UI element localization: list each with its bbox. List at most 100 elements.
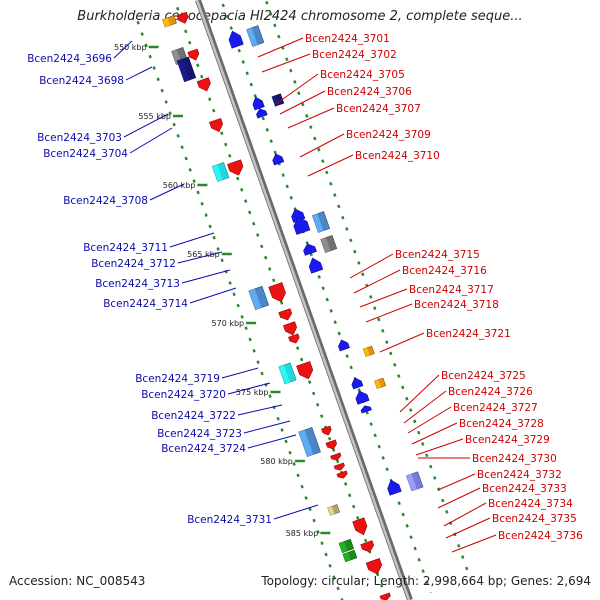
forward-gene-arrow-body xyxy=(360,405,372,414)
reverse-gene-arrow-body xyxy=(209,117,224,133)
label-leader-line xyxy=(299,133,345,158)
gene-feature-box-shine xyxy=(342,552,351,562)
forward-gene-arrow-body xyxy=(293,216,311,235)
forward-gene-arrow-body xyxy=(387,479,402,496)
gene-label-right-text: Bcen2424_3730 xyxy=(472,453,557,465)
gene-feature-box xyxy=(374,377,387,389)
gene-feature-box-shine xyxy=(278,365,290,384)
gene-feature-box xyxy=(327,504,341,516)
reverse-gene-arrow-body xyxy=(352,517,368,536)
gene-label-right-text: Bcen2424_3734 xyxy=(488,498,573,510)
label-leader-line xyxy=(403,390,447,424)
label-leader-line xyxy=(123,113,169,138)
gene-label-left-text: Bcen2424_3719 xyxy=(135,373,220,385)
label-leader-line xyxy=(279,90,326,115)
gene-label-right: Bcen2424_3735 xyxy=(445,513,577,539)
forward-gene-arrow-body xyxy=(228,30,244,49)
gene-feature-box xyxy=(311,211,331,233)
scale-tick: 570 kbp xyxy=(212,319,257,328)
gene-label-right-text: Bcen2424_3715 xyxy=(395,249,480,261)
gene-label-left: Bcen2424_3712 xyxy=(91,251,223,270)
forward-gene-arrow xyxy=(308,257,324,274)
gene-feature-box-shine xyxy=(298,429,314,457)
gene-label-left-text: Bcen2424_3711 xyxy=(83,242,168,254)
reverse-gene-arrow xyxy=(288,333,300,344)
reverse-gene-arrow xyxy=(209,117,224,133)
forward-gene-arrow-body xyxy=(272,153,285,166)
reverse-gene-arrow-body xyxy=(336,470,348,479)
gene-label-left-text: Bcen2424_3712 xyxy=(91,258,176,270)
gene-label-right: Bcen2424_3707 xyxy=(287,103,421,129)
gene-label-right: Bcen2424_3729 xyxy=(415,434,550,456)
gene-label-right: Bcen2424_3709 xyxy=(299,129,431,158)
reverse-gene-arrow xyxy=(336,470,348,479)
gene-label-left: Bcen2424_3698 xyxy=(39,66,153,87)
reverse-gene-arrow xyxy=(176,11,189,24)
gene-label-right: Bcen2424_3725 xyxy=(399,370,526,413)
label-leader-line xyxy=(169,232,215,248)
gene-feature-box-shine xyxy=(363,347,370,357)
reverse-gene-arrow xyxy=(282,321,298,336)
gene-feature-box-shine xyxy=(406,473,417,491)
gene-label-left-text: Bcen2424_3722 xyxy=(151,410,236,422)
reverse-gene-arrow xyxy=(227,159,244,176)
label-leader-line xyxy=(365,303,413,323)
ruler-track-4 xyxy=(136,20,344,600)
gene-label-right-text: Bcen2424_3716 xyxy=(402,265,487,277)
gene-label-right: Bcen2424_3702 xyxy=(261,49,397,73)
gene-label-left: Bcen2424_3696 xyxy=(27,40,133,65)
gene-feature-box-shine xyxy=(248,288,262,310)
scale-tick: 580 kbp xyxy=(260,457,305,466)
scale-tick-label: 555 kbp xyxy=(138,112,171,121)
forward-gene-arrow xyxy=(256,108,268,119)
label-leader-line xyxy=(221,367,259,379)
gene-label-left: Bcen2424_3722 xyxy=(151,404,283,422)
gene-label-right: Bcen2424_3716 xyxy=(353,265,487,294)
label-leader-line xyxy=(247,434,297,449)
gene-label-right-text: Bcen2424_3727 xyxy=(453,402,538,414)
label-leader-line xyxy=(177,251,223,264)
forward-gene-arrow xyxy=(387,479,402,496)
label-leader-line xyxy=(411,422,458,445)
gene-label-right-text: Bcen2424_3709 xyxy=(346,129,431,141)
gene-label-right: Bcen2424_3736 xyxy=(451,530,583,553)
reverse-gene-arrow xyxy=(379,592,391,600)
label-leader-line xyxy=(443,502,487,527)
gene-feature-box xyxy=(246,25,265,47)
reverse-gene-arrow xyxy=(325,439,338,450)
label-leader-line xyxy=(451,534,497,553)
gene-label-right-text: Bcen2424_3702 xyxy=(312,49,397,61)
gene-label-right: Bcen2424_3732 xyxy=(437,469,562,491)
gene-feature-box xyxy=(338,538,355,554)
gene-feature-box-shine xyxy=(246,27,258,47)
reverse-gene-arrow-body xyxy=(365,558,383,575)
gene-label-left: Bcen2424_3708 xyxy=(63,183,185,207)
forward-gene-arrow-body xyxy=(351,377,364,390)
gene-feature-box xyxy=(176,56,197,83)
reverse-gene-arrow xyxy=(268,282,286,303)
label-leader-line xyxy=(275,73,319,105)
gene-label-right-text: Bcen2424_3725 xyxy=(441,370,526,382)
gene-label-left: Bcen2424_3724 xyxy=(161,434,297,455)
gene-label-right: Bcen2424_3726 xyxy=(403,386,533,424)
gene-feature-box-shine xyxy=(327,506,335,516)
label-leader-line xyxy=(227,382,271,395)
scale-tick-label: 560 kbp xyxy=(163,181,196,190)
label-leader-line xyxy=(261,53,311,73)
gene-feature-box xyxy=(298,427,321,457)
reverse-gene-arrow-body xyxy=(176,11,189,24)
scale-tick: 565 kbp xyxy=(187,250,232,259)
reverse-gene-arrow xyxy=(321,425,332,436)
gene-label-right-text: Bcen2424_3705 xyxy=(320,69,405,81)
label-leader-line xyxy=(149,183,185,201)
label-leader-line xyxy=(445,517,491,539)
label-leader-line xyxy=(113,40,133,59)
forward-gene-arrow-body xyxy=(256,108,268,119)
map-title: Burkholderia cenocepacia HI2424 chromoso… xyxy=(77,9,523,24)
gene-label-right: Bcen2424_3730 xyxy=(418,453,557,465)
label-leader-line xyxy=(353,269,401,294)
forward-gene-arrow xyxy=(228,30,244,49)
gene-label-right: Bcen2424_3733 xyxy=(437,483,567,509)
